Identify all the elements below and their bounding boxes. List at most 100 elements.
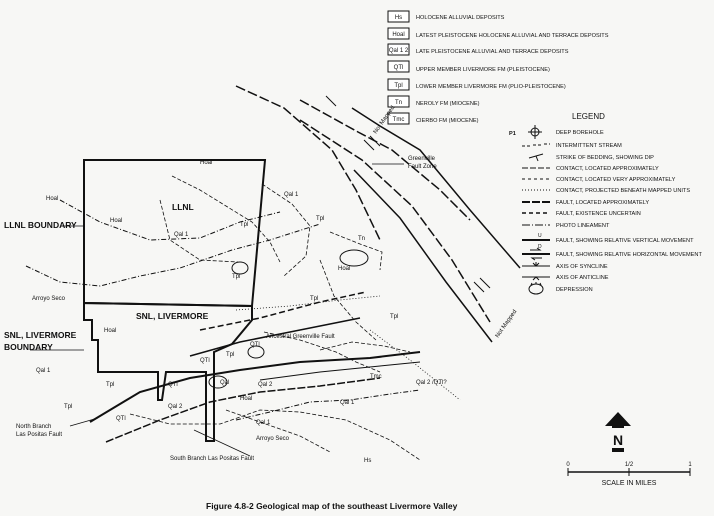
legend-item: PHOTO LINEAMENT bbox=[556, 223, 610, 229]
unit-label: Hoal bbox=[200, 160, 212, 166]
unit-swatch bbox=[387, 10, 410, 23]
unit-desc: NEROLY FM (MIOCENE) bbox=[416, 101, 480, 107]
unit-label: Qal 2 bbox=[168, 404, 183, 410]
unit-label: Qal 1 bbox=[174, 232, 189, 238]
legend-item: CONTACT, LOCATED APPROXIMATELY bbox=[556, 166, 659, 172]
unit-code: Tn bbox=[395, 100, 402, 106]
unit-desc: LATE PLEISTOCENE ALLUVIAL AND TERRACE DE… bbox=[416, 49, 569, 55]
unit-label: Hoal bbox=[338, 266, 350, 272]
legend-title: LEGEND bbox=[572, 112, 605, 121]
intermittent-stream bbox=[59, 199, 281, 241]
north-arrow: N bbox=[605, 412, 631, 452]
greenville-label: Greenville bbox=[408, 156, 436, 162]
unit-swatch bbox=[387, 112, 410, 125]
map-linework bbox=[25, 85, 521, 461]
legend-item: DEPRESSION bbox=[556, 287, 593, 293]
unit-label: Qal 1 bbox=[36, 368, 51, 374]
unit-label: Tn bbox=[358, 236, 365, 242]
not-mapped-label: Not Mapped bbox=[495, 309, 519, 339]
south-branch-label: South Branch Las Positas Fault bbox=[170, 456, 254, 462]
fault-vertical-icon: UD bbox=[522, 233, 550, 250]
scale-tick: 0 bbox=[566, 462, 570, 468]
llnl-label: LLNL bbox=[172, 202, 194, 212]
legend-item: CONTACT, LOCATED VERY APPROXIMATELY bbox=[556, 177, 676, 183]
depression-feature bbox=[208, 375, 228, 389]
unit-label: Qal 2 bbox=[258, 382, 273, 388]
unit-label: Qal 1 bbox=[340, 400, 355, 406]
map-labels: LLNL LLNL BOUNDARY SNL, LIVERMORE SNL, L… bbox=[4, 105, 518, 464]
unit-code: Qal 1 2 bbox=[389, 48, 409, 54]
unit-label: Tpl bbox=[310, 296, 318, 302]
scale-title: SCALE IN MILES bbox=[602, 480, 657, 487]
unit-label: QTl bbox=[250, 342, 260, 348]
borehole-icon bbox=[528, 125, 542, 139]
unit-desc: LATEST PLEISTOCENE HOLOCENE ALLUVIAL AND… bbox=[416, 33, 609, 39]
legend-item: DEEP BOREHOLE bbox=[556, 130, 604, 136]
unit-swatch bbox=[387, 95, 410, 108]
unit-code: Tmc bbox=[393, 117, 405, 123]
north-branch-las-positas-fault bbox=[89, 351, 421, 423]
ancestral-greenville-fault bbox=[199, 291, 367, 331]
legend-item: FAULT, EXISTENCE UNCERTAIN bbox=[556, 211, 641, 217]
south-branch-las-positas-fault bbox=[105, 377, 381, 443]
legend-item: CONTACT, PROJECTED BENEATH MAPPED UNITS bbox=[556, 188, 690, 194]
unit-desc: UPPER MEMBER LIVERMORE FM (PLEISTOCENE) bbox=[416, 67, 550, 73]
legend-item: FAULT, SHOWING RELATIVE HORIZONTAL MOVEM… bbox=[556, 252, 702, 258]
unit-code: Hoal bbox=[392, 32, 404, 38]
legend-item: AXIS OF SYNCLINE bbox=[556, 264, 608, 270]
fault-trace bbox=[259, 361, 421, 381]
unit-label: Tmc bbox=[370, 374, 382, 380]
arroyo-seco-label: Arroyo Seco bbox=[32, 296, 66, 302]
unit-label: QTl bbox=[200, 358, 210, 364]
scale-bar: 0 1/2 1 SCALE IN MILES bbox=[566, 462, 692, 487]
unit-key: Hs HOLOCENE ALLUVIAL DEPOSITS Hoal LATES… bbox=[387, 10, 609, 125]
unit-label: Tpl bbox=[390, 314, 398, 320]
legend-item: STRIKE OF BEDDING, SHOWING DIP bbox=[556, 155, 654, 161]
greenville-label: Fault Zone bbox=[408, 164, 437, 170]
scale-tick: 1/2 bbox=[625, 462, 634, 468]
leader-lines bbox=[30, 163, 404, 457]
depression-feature bbox=[231, 261, 249, 275]
legend: LEGEND P1 UD DEEP BOREHOLE INTERMITTENT … bbox=[509, 112, 702, 295]
unit-label: Tpl bbox=[226, 352, 234, 358]
ancestral-greenville-label: Ancestral Greenville Fault bbox=[266, 334, 335, 340]
legend-item: FAULT, SHOWING RELATIVE VERTICAL MOVEMEN… bbox=[556, 238, 694, 244]
svg-text:U: U bbox=[538, 233, 542, 239]
unit-label: Qal 2 /QTl? bbox=[416, 380, 447, 386]
unit-swatch bbox=[387, 78, 410, 91]
unit-code: Tpl bbox=[394, 83, 402, 89]
legend-item: FAULT, LOCATED APPROXIMATELY bbox=[556, 200, 649, 206]
unit-label: Hoal bbox=[110, 218, 122, 224]
unit-desc: LOWER MEMBER LIVERMORE FM (PLIO-PLEISTOC… bbox=[416, 84, 566, 90]
depression-feature bbox=[339, 249, 369, 267]
anticline-icon bbox=[522, 276, 550, 281]
unit-label: QTl bbox=[116, 416, 126, 422]
snl-boundary-label: BOUNDARY bbox=[4, 342, 53, 352]
borehole-code: P1 bbox=[509, 131, 516, 137]
strike-dip-icon bbox=[528, 153, 544, 162]
contact-projected bbox=[235, 295, 461, 401]
svg-text:D: D bbox=[538, 244, 542, 250]
unit-swatch bbox=[387, 27, 410, 40]
unit-label: Hoal bbox=[104, 328, 116, 334]
unit-label: Tpl bbox=[64, 404, 72, 410]
figure-caption: Figure 4.8-2 Geological map of the south… bbox=[206, 501, 458, 511]
unit-label: Hoal bbox=[46, 196, 58, 202]
unit-desc: CIERBO FM (MIOCENE) bbox=[416, 118, 479, 124]
llnl-boundary-label: LLNL BOUNDARY bbox=[4, 220, 77, 230]
syncline-icon bbox=[522, 262, 550, 267]
north-branch-label: North Branch bbox=[16, 424, 51, 430]
depression-feature bbox=[247, 345, 265, 359]
unit-label: Qal bbox=[220, 380, 229, 386]
greenville-fault-zone bbox=[235, 85, 521, 343]
stream-icon bbox=[522, 143, 550, 147]
unit-label: Hs bbox=[364, 458, 371, 464]
arroyo-seco-label: Arroyo Seco bbox=[256, 436, 290, 442]
unit-desc: HOLOCENE ALLUVIAL DEPOSITS bbox=[416, 15, 505, 21]
unit-label: Qal 1 bbox=[256, 420, 271, 426]
snl-label: SNL, LIVERMORE bbox=[136, 311, 209, 321]
depression-icon bbox=[528, 282, 544, 295]
unit-label: Tpl bbox=[106, 382, 114, 388]
unit-label: QTl bbox=[168, 382, 178, 388]
